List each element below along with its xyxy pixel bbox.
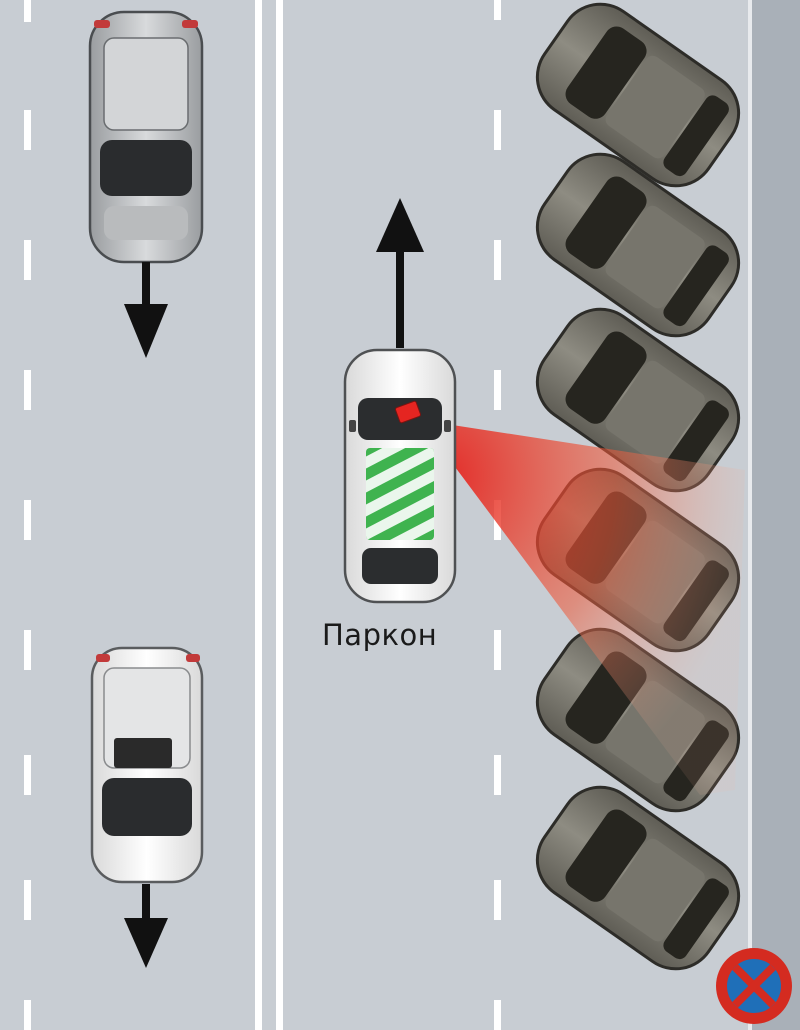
parked-car-6 [535,785,741,971]
arrow-down-icon [124,884,168,968]
roof-stripes [366,448,434,540]
parked-car-2 [535,152,741,338]
silver-car-top [88,10,204,264]
patrol-car-label: Паркон [322,618,438,652]
arrow-down-icon [124,262,168,358]
parked-car-1 [535,2,741,188]
patrol-car [343,348,457,604]
camera-icon [394,400,422,424]
camera-scan-beam [420,420,745,795]
center-line-left [255,0,262,1030]
center-line-right [276,0,283,1030]
white-car-bottom [90,646,204,884]
curb-edge [748,0,752,1030]
left-lane-dashes [24,0,31,1030]
arrow-up-icon [376,198,424,348]
curb [752,0,800,1030]
no-stopping-sign-icon [716,948,792,1024]
